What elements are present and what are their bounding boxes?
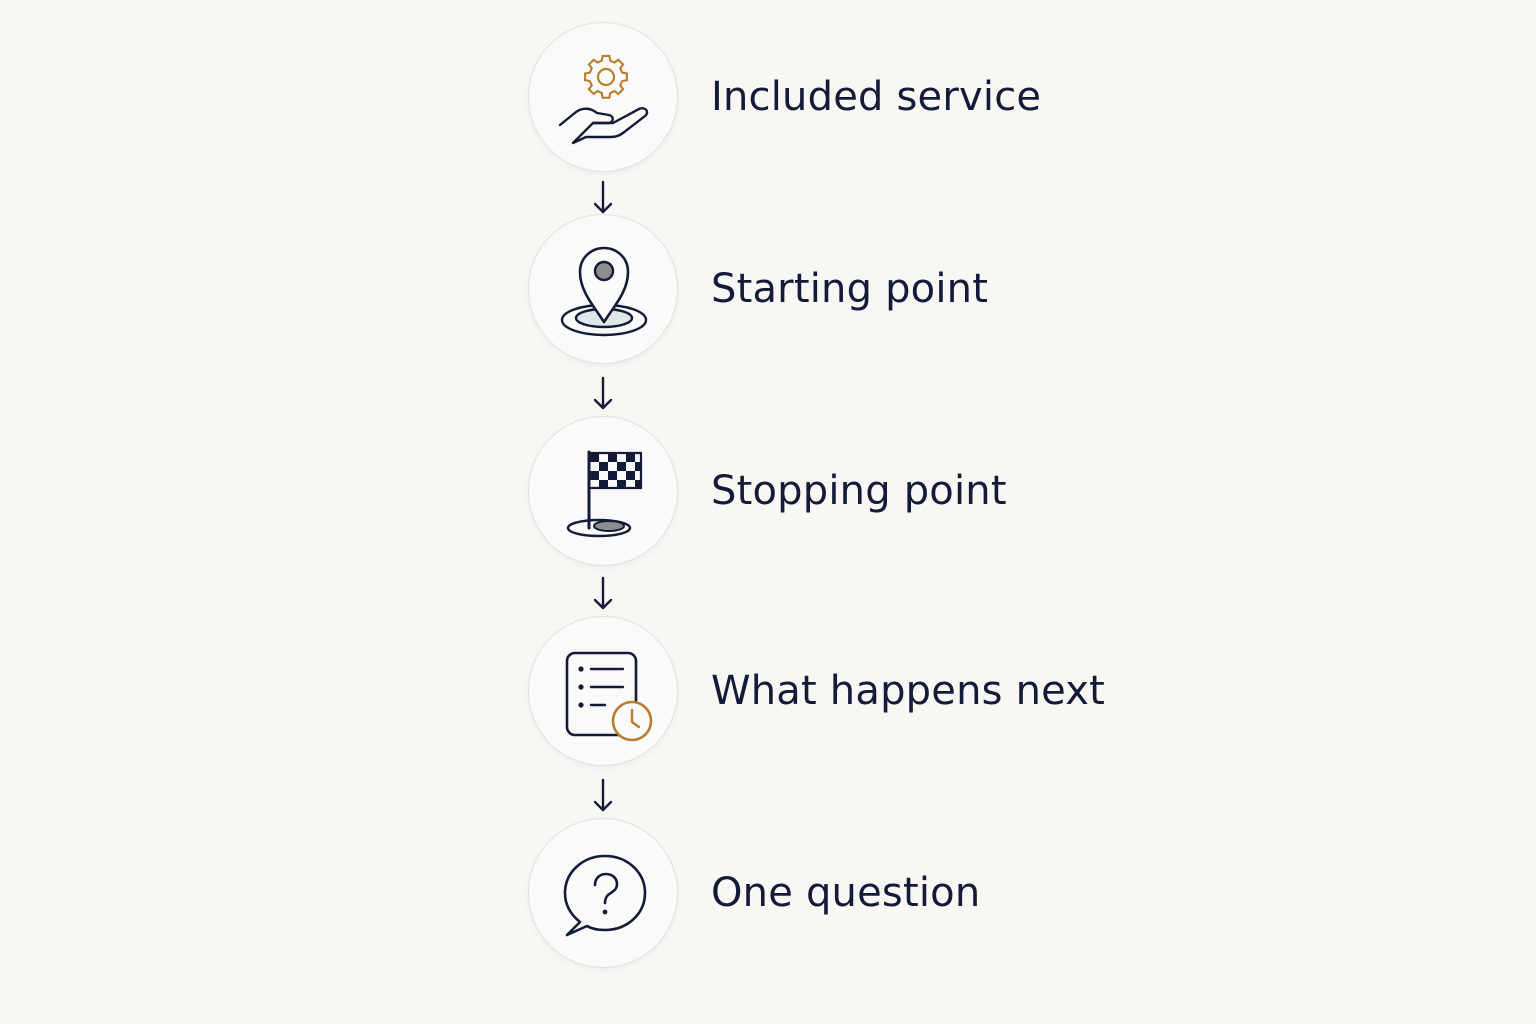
step-what-happens-next: What happens next (528, 616, 1228, 766)
step-label: Included service (711, 74, 1042, 120)
hand-gear-icon (558, 54, 649, 145)
step-label: One question (711, 870, 981, 916)
checkered-flag-icon (566, 450, 643, 538)
step-label: What happens next (711, 668, 1105, 714)
step-circle (528, 22, 678, 172)
step-label: Stopping point (711, 468, 1007, 514)
step-circle (528, 818, 678, 968)
down-arrow-icon (588, 178, 618, 218)
step-circle (528, 416, 678, 566)
checklist-clock-icon (565, 651, 653, 742)
down-arrow-icon (588, 776, 618, 816)
step-starting-point: Starting point (528, 214, 1228, 364)
question-bubble-icon (563, 854, 647, 937)
location-pin-icon (560, 246, 648, 337)
down-arrow-icon (588, 574, 618, 614)
step-included-service: Included service (528, 22, 1228, 172)
step-label: Starting point (711, 266, 989, 312)
step-one-question: One question (528, 818, 1228, 968)
step-stopping-point: Stopping point (528, 416, 1228, 566)
down-arrow-icon (588, 374, 618, 414)
step-circle (528, 214, 678, 364)
step-circle (528, 616, 678, 766)
